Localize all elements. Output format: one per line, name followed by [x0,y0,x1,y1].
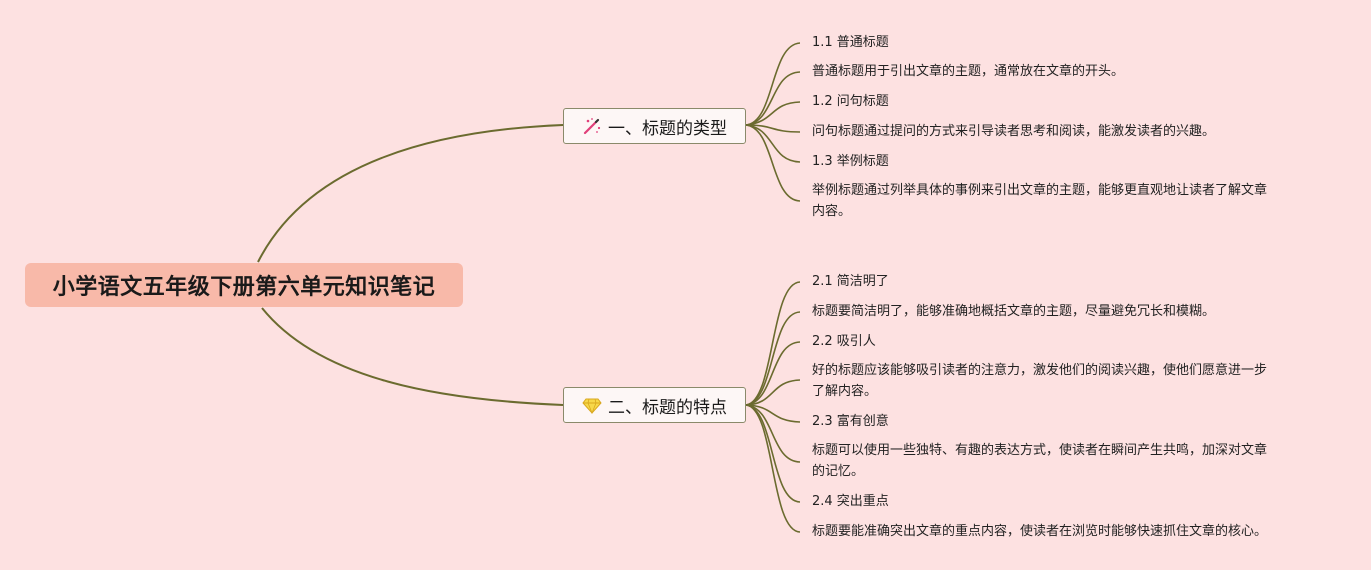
connector-b2-leaf-6 [745,404,801,463]
connector-b2-leaf-8 [745,404,801,533]
root-node[interactable]: 小学语文五年级下册第六单元知识笔记 [25,263,463,307]
leaf-title[interactable]: 2.4 突出重点 [812,494,889,509]
root-label: 小学语文五年级下册第六单元知识笔记 [52,275,436,300]
leaf-description[interactable]: 问句标题通过提问的方式来引导读者思考和阅读，能激发读者的兴趣。 [812,124,1216,139]
leaf-title[interactable]: 1.3 举例标题 [812,154,889,169]
branch-node-features[interactable]: 二、标题的特点 [563,387,746,423]
leaf-description[interactable]: 好的标题应该能够吸引读者的注意力，激发他们的阅读兴趣，使他们愿意进一步 了解内容… [812,363,1268,399]
leaf-title[interactable]: 1.2 问句标题 [812,94,889,109]
connector-b2-leaf-4 [745,379,801,406]
leaf-description[interactable]: 标题可以使用一些独特、有趣的表达方式，使读者在瞬间产生共鸣，加深对文章 的记忆。 [812,443,1268,479]
branch-label: 二、标题的特点 [608,397,727,418]
leaf-title[interactable]: 2.2 吸引人 [812,334,876,349]
leaf-title[interactable]: 2.3 富有创意 [812,414,889,429]
connector-b1-leaf-4 [745,124,801,133]
leaf-description[interactable]: 举例标题通过列举具体的事例来引出文章的主题，能够更直观地让读者了解文章 内容。 [812,183,1268,219]
connector-b1-leaf-2 [745,71,801,126]
connector-b2-leaf-3 [745,341,801,406]
connector-root-branch-2 [261,307,564,406]
branch-label: 一、标题的类型 [608,118,727,139]
connector-b1-leaf-3 [745,101,801,126]
diamond-icon [582,395,602,415]
leaf-description[interactable]: 普通标题用于引出文章的主题，通常放在文章的开头。 [812,64,1125,79]
connector-b2-leaf-2 [745,311,801,406]
connector-b2-leaf-1 [745,281,801,406]
leaf-title[interactable]: 1.1 普通标题 [812,35,889,50]
connector-b1-leaf-5 [745,124,801,163]
leaf-description[interactable]: 标题要简洁明了，能够准确地概括文章的主题，尽量避免冗长和模糊。 [812,304,1216,319]
magic-wand-icon [582,116,602,136]
connector-b2-leaf-5 [745,404,801,423]
branch-node-types[interactable]: 一、标题的类型 [563,108,746,144]
connector-b1-leaf-1 [745,42,801,126]
connector-root-branch-1 [257,124,564,263]
connector-b2-leaf-7 [745,404,801,503]
leaf-description[interactable]: 标题要能准确突出文章的重点内容，使读者在浏览时能够快速抓住文章的核心。 [812,524,1268,539]
leaf-title[interactable]: 2.1 简洁明了 [812,274,889,289]
connector-b1-leaf-6 [745,124,801,202]
